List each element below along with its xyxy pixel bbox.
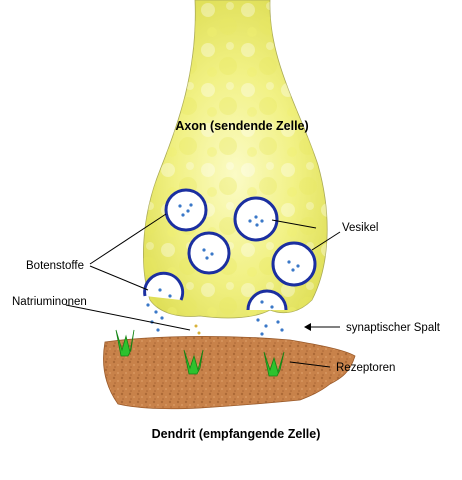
leader-vesikel-lower	[311, 231, 341, 251]
receptor-left	[115, 329, 135, 357]
vesicle-3	[187, 231, 231, 275]
leader-botenstoffe-lower	[89, 265, 149, 291]
label-botenstoffe: Botenstoffe	[26, 260, 84, 272]
leader-botenstoffe-upper	[89, 213, 167, 265]
arrow-head-icon	[304, 323, 311, 331]
label-natriumionen: Natriuminonen	[12, 296, 87, 308]
vesicle-4	[271, 241, 317, 287]
vesicle-fusing-right	[246, 289, 288, 311]
label-vesikel: Vesikel	[342, 222, 378, 234]
axon-terminal	[143, 0, 328, 319]
label-axon: Axon (sendende Zelle)	[175, 119, 308, 133]
leader-natriumionen	[65, 304, 191, 331]
vesicle-fusing-left	[143, 271, 185, 301]
leader-vesikel-upper	[271, 219, 317, 229]
label-spalt: synaptischer Spalt	[346, 322, 441, 334]
vesicle-2	[233, 196, 279, 242]
receptor-right	[263, 351, 285, 377]
leader-rezeptoren	[289, 361, 331, 368]
label-rezeptoren: Rezeptoren	[336, 362, 395, 374]
dendrite	[103, 335, 356, 410]
receptor-middle	[183, 349, 204, 375]
label-dendrit: Dendrit (empfangende Zelle)	[152, 427, 321, 441]
leader-lines	[65, 213, 341, 368]
vesicle-1	[164, 188, 208, 232]
